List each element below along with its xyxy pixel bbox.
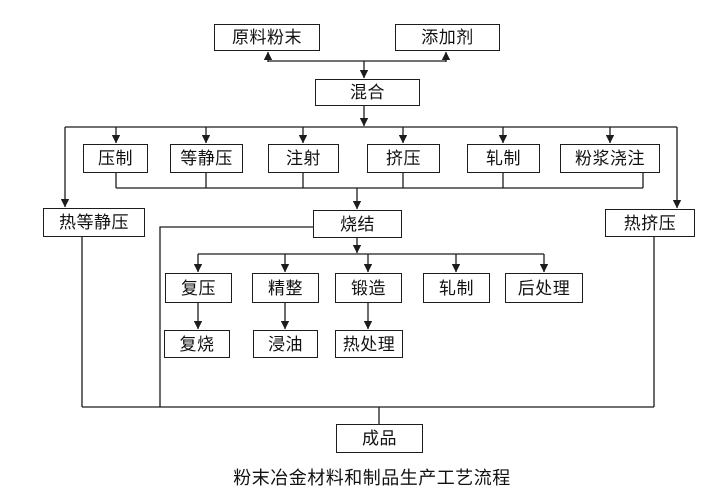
node-additive: 添加剂 [395,24,500,51]
line-sintering-bypass [159,226,313,407]
node-resintering: 复烧 [164,330,230,358]
node-rolling: 轧制 [467,144,540,173]
diagram-caption: 粉末冶金材料和制品生产工艺流程 [233,468,511,488]
node-hot-isostatic-pressing: 热等静压 [43,208,145,237]
node-post-treatment: 后处理 [505,273,583,303]
node-finished-product: 成品 [336,424,423,453]
node-repressing: 复压 [165,273,232,303]
node-raw-powder: 原料粉末 [214,24,320,51]
node-rolling-2: 轧制 [423,273,490,303]
node-mixing: 混合 [315,79,420,106]
node-isostatic-pressing: 等静压 [170,144,243,173]
node-forging: 锻造 [335,273,402,303]
node-injection: 注射 [268,144,339,173]
node-hot-extrusion: 热挤压 [605,209,695,237]
node-pressing: 压制 [83,144,148,173]
node-sintering: 烧结 [313,210,402,238]
node-slurry-casting: 粉浆浇注 [560,144,660,173]
node-oil-impregnation: 浸油 [253,330,318,358]
node-sizing: 精整 [252,273,319,303]
node-extrusion: 挤压 [367,144,440,173]
node-heat-treatment: 热处理 [335,330,403,358]
